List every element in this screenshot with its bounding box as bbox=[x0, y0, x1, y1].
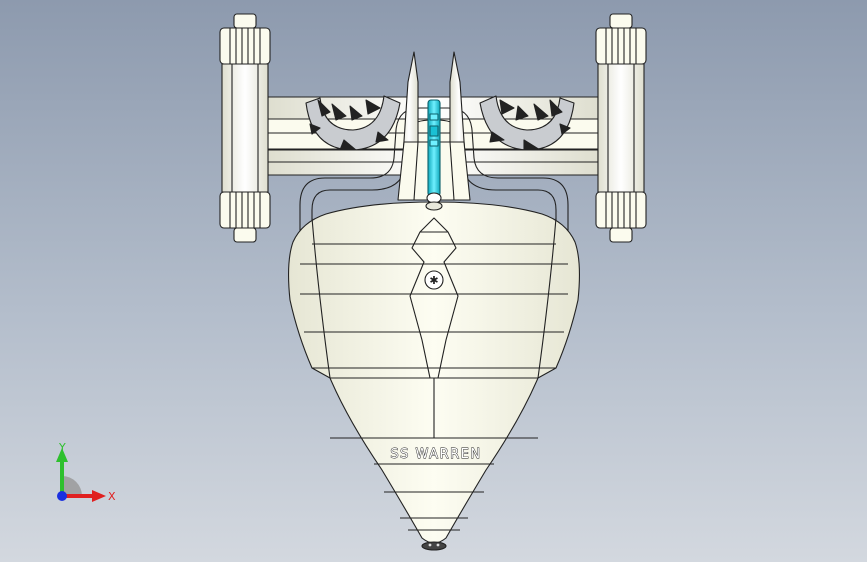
deflector-rod[interactable] bbox=[425, 99, 443, 211]
y-axis-label: Y bbox=[58, 441, 66, 454]
main-hull[interactable]: ✱ bbox=[287, 201, 581, 551]
y-axis-arrowhead bbox=[56, 448, 68, 462]
central-spire bbox=[397, 51, 471, 201]
right-gear-ring bbox=[479, 95, 575, 151]
left-nacelle[interactable] bbox=[219, 13, 271, 243]
right-nacelle[interactable] bbox=[595, 13, 647, 243]
z-axis-dot bbox=[57, 491, 67, 501]
svg-text:✱: ✱ bbox=[429, 274, 438, 287]
x-axis-label: X bbox=[108, 490, 116, 503]
left-gear-ring bbox=[305, 95, 401, 151]
hull-name-label: SS WARREN bbox=[390, 447, 481, 462]
coordinate-triad-icon: Y X bbox=[56, 441, 116, 503]
x-axis-arrowhead bbox=[92, 490, 106, 502]
